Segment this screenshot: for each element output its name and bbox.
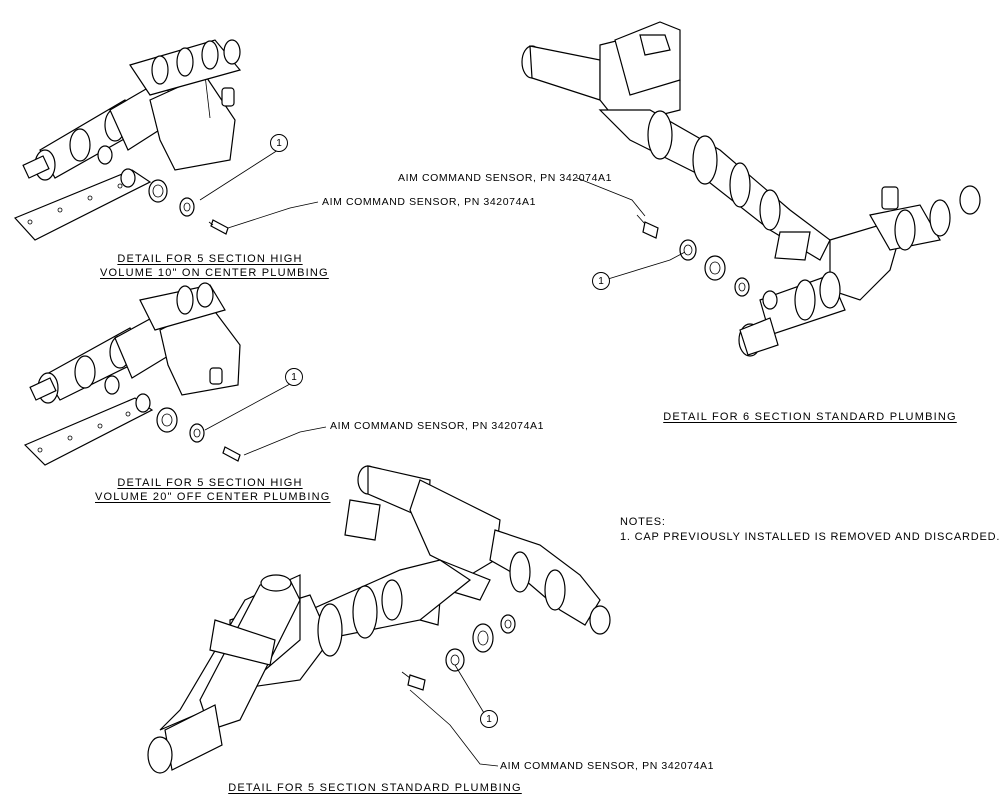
detail-1-assembly xyxy=(13,39,242,241)
caption-line: DETAIL FOR 5 SECTION HIGH xyxy=(117,477,303,489)
leader-lines xyxy=(199,149,686,767)
detail-3-assembly xyxy=(521,21,981,357)
callout-bubble: 1 xyxy=(270,134,288,152)
caption-line: DETAIL FOR 6 SECTION STANDARD PLUMBING xyxy=(663,411,957,423)
caption-line: DETAIL FOR 5 SECTION STANDARD PLUMBING xyxy=(228,782,522,794)
callout-bubble: 1 xyxy=(592,272,610,290)
sensor-label: AIM COMMAND SENSOR, PN 342074A1 xyxy=(500,760,715,772)
callout-bubble: 1 xyxy=(285,368,303,386)
notes-heading: NOTES: xyxy=(620,516,666,528)
detail-caption: DETAIL FOR 5 SECTION HIGH VOLUME 20" OFF… xyxy=(95,476,331,504)
detail-caption: DETAIL FOR 5 SECTION STANDARD PLUMBING xyxy=(220,781,530,795)
notes-block: NOTES: 1. CAP PREVIOUSLY INSTALLED IS RE… xyxy=(620,515,1000,545)
sensor-label: AIM COMMAND SENSOR, PN 342074A1 xyxy=(398,172,613,184)
caption-line: DETAIL FOR 5 SECTION HIGH xyxy=(117,253,303,265)
detail-caption: DETAIL FOR 6 SECTION STANDARD PLUMBING xyxy=(660,410,960,424)
note-item: 1. CAP PREVIOUSLY INSTALLED IS REMOVED A… xyxy=(620,531,1000,543)
callout-bubble: 1 xyxy=(480,710,498,728)
caption-line: VOLUME 10" ON CENTER PLUMBING xyxy=(100,267,329,279)
sensor-label: AIM COMMAND SENSOR, PN 342074A1 xyxy=(322,196,537,208)
detail-2-assembly xyxy=(23,282,241,466)
caption-line: VOLUME 20" OFF CENTER PLUMBING xyxy=(95,491,331,503)
detail-caption: DETAIL FOR 5 SECTION HIGH VOLUME 10" ON … xyxy=(100,252,329,280)
detail-4-assembly xyxy=(147,465,611,774)
sensor-label: AIM COMMAND SENSOR, PN 342074A1 xyxy=(330,420,545,432)
